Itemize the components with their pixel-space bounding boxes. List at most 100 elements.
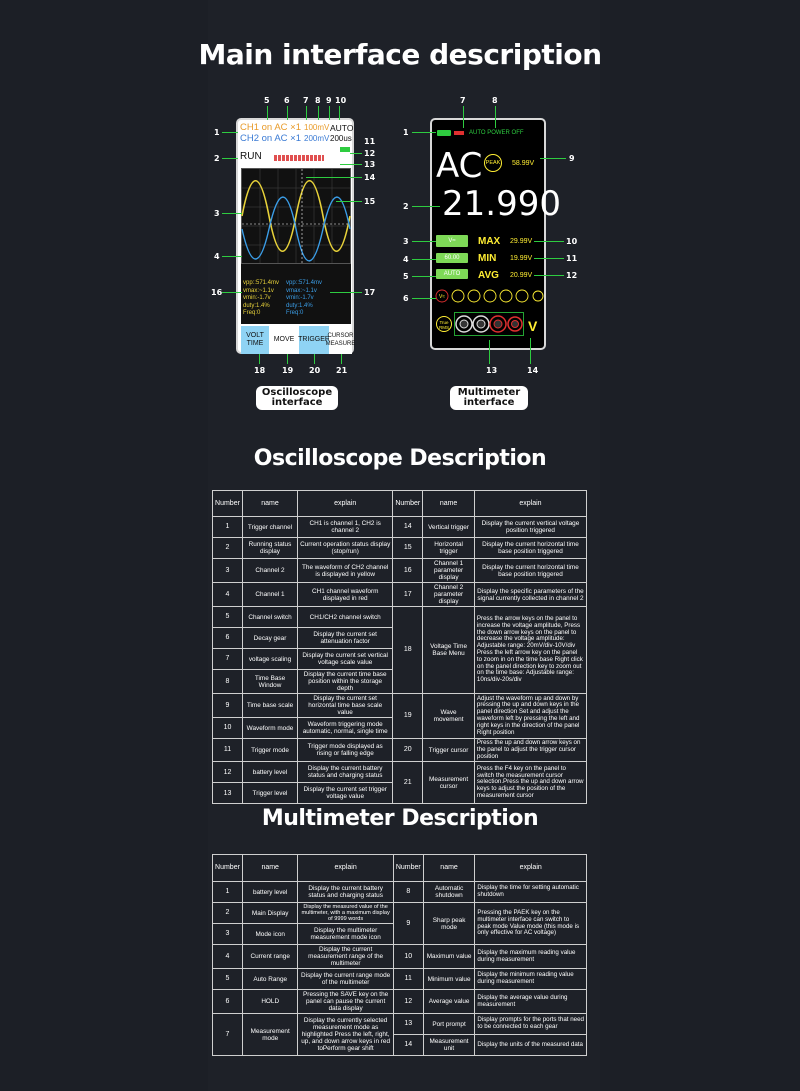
current-range-box: 60.00 xyxy=(436,253,468,263)
volt-time-button[interactable]: VOLT TIME xyxy=(241,326,269,354)
osc-line-20 xyxy=(314,354,315,364)
mm-callout-3: 3 xyxy=(403,237,409,246)
min-value: 19.99V xyxy=(510,255,533,262)
osc-line-13 xyxy=(340,164,362,165)
ch1-status: CH1 on AC ×1 xyxy=(240,122,301,133)
osc-callout-17: 17 xyxy=(364,288,376,297)
mm-callout-2: 2 xyxy=(403,202,409,211)
measurement-unit: V xyxy=(528,318,538,334)
mode-range-box: V≈ xyxy=(436,235,468,247)
osc-line-9 xyxy=(329,106,330,120)
mm-line-3 xyxy=(412,241,436,242)
osc-line-14 xyxy=(306,177,362,178)
osc-line-10 xyxy=(339,106,340,120)
mm-line-6 xyxy=(412,298,436,299)
port-prompt-icons xyxy=(454,312,524,336)
osc-callout-16: 16 xyxy=(211,288,223,297)
ch2-volt-scale: 200mV xyxy=(304,134,330,143)
osc-callout-1: 1 xyxy=(214,128,220,137)
mm-callout-13: 13 xyxy=(486,366,498,375)
ch2-status: CH2 on AC ×1 xyxy=(240,133,301,144)
osc-callout-13: 13 xyxy=(364,160,376,169)
osc-line-5 xyxy=(267,106,268,120)
mm-callout-1: 1 xyxy=(403,128,409,137)
ch1-volt-scale: 100mV xyxy=(304,123,330,132)
waveform-mode: AUTO xyxy=(330,123,354,133)
mm-callout-6: 6 xyxy=(403,294,409,303)
mm-line-13 xyxy=(489,340,490,364)
osc-line-12 xyxy=(350,153,362,154)
true-rms-icon: True RMS xyxy=(436,316,452,332)
mm-line-10 xyxy=(534,241,564,242)
osc-line-18 xyxy=(259,354,260,364)
osc-callout-9: 9 xyxy=(326,96,332,105)
measure-panel xyxy=(241,264,351,324)
svg-text:V≈: V≈ xyxy=(439,294,445,300)
mm-callout-12: 12 xyxy=(566,271,578,280)
main-title: Main interface description xyxy=(198,38,602,71)
mm-line-14 xyxy=(530,338,531,364)
osc-callout-10: 10 xyxy=(335,96,347,105)
mm-line-5 xyxy=(412,276,436,277)
osc-callout-2: 2 xyxy=(214,154,220,163)
timebase-window xyxy=(274,155,324,161)
mm-line-8 xyxy=(495,106,496,128)
auto-power-off: AUTO POWER OFF xyxy=(469,130,524,136)
mm-callout-11: 11 xyxy=(566,254,578,263)
osc-callout-4: 4 xyxy=(214,252,220,261)
osc-callout-19: 19 xyxy=(282,366,294,375)
peak-button[interactable]: PEAK xyxy=(484,154,502,172)
run-status: RUN xyxy=(240,151,262,162)
osc-callout-6: 6 xyxy=(284,96,290,105)
max-label: MAX xyxy=(478,236,501,247)
mm-line-12 xyxy=(534,275,564,276)
osc-line-8 xyxy=(318,106,319,120)
osc-line-16 xyxy=(222,292,242,293)
mode-icon: AC xyxy=(436,146,483,186)
measurement-mode-icons[interactable]: V≈ xyxy=(434,288,544,304)
auto-range-box: AUTO xyxy=(436,269,468,279)
multimeter-screen: AUTO POWER OFF AC PEAK 58.99V 21.990 V≈ … xyxy=(430,118,561,350)
mm-line-7 xyxy=(463,106,464,128)
osc-line-3 xyxy=(222,213,242,214)
osc-line-17 xyxy=(330,292,362,293)
osc-callout-15: 15 xyxy=(364,197,376,206)
osc-callout-8: 8 xyxy=(315,96,321,105)
trigger-button[interactable]: TRIGGER xyxy=(298,326,330,354)
osc-line-15 xyxy=(336,201,362,202)
osc-callout-11: 11 xyxy=(364,137,376,146)
cursor-measure-button[interactable]: CURSOR MEASURE xyxy=(326,326,355,354)
mm-callout-9: 9 xyxy=(569,154,575,163)
avg-label: AVG xyxy=(478,270,499,281)
osc-line-4 xyxy=(222,256,242,257)
mm-line-2 xyxy=(412,206,440,207)
mm-callout-14: 14 xyxy=(527,366,539,375)
move-button[interactable]: MOVE xyxy=(269,326,299,354)
max-value: 29.99V xyxy=(510,238,533,245)
oscilloscope-description-title: Oscilloscope Description xyxy=(253,446,547,471)
oscilloscope-screen: CH1 on AC ×1 CH2 on AC ×1 100mV 200mV AU… xyxy=(236,118,355,354)
osc-callout-7: 7 xyxy=(303,96,309,105)
waveform-grid xyxy=(241,168,351,264)
osc-callout-14: 14 xyxy=(364,173,376,182)
mm-callout-5: 5 xyxy=(403,272,409,281)
min-label: MIN xyxy=(478,253,497,264)
